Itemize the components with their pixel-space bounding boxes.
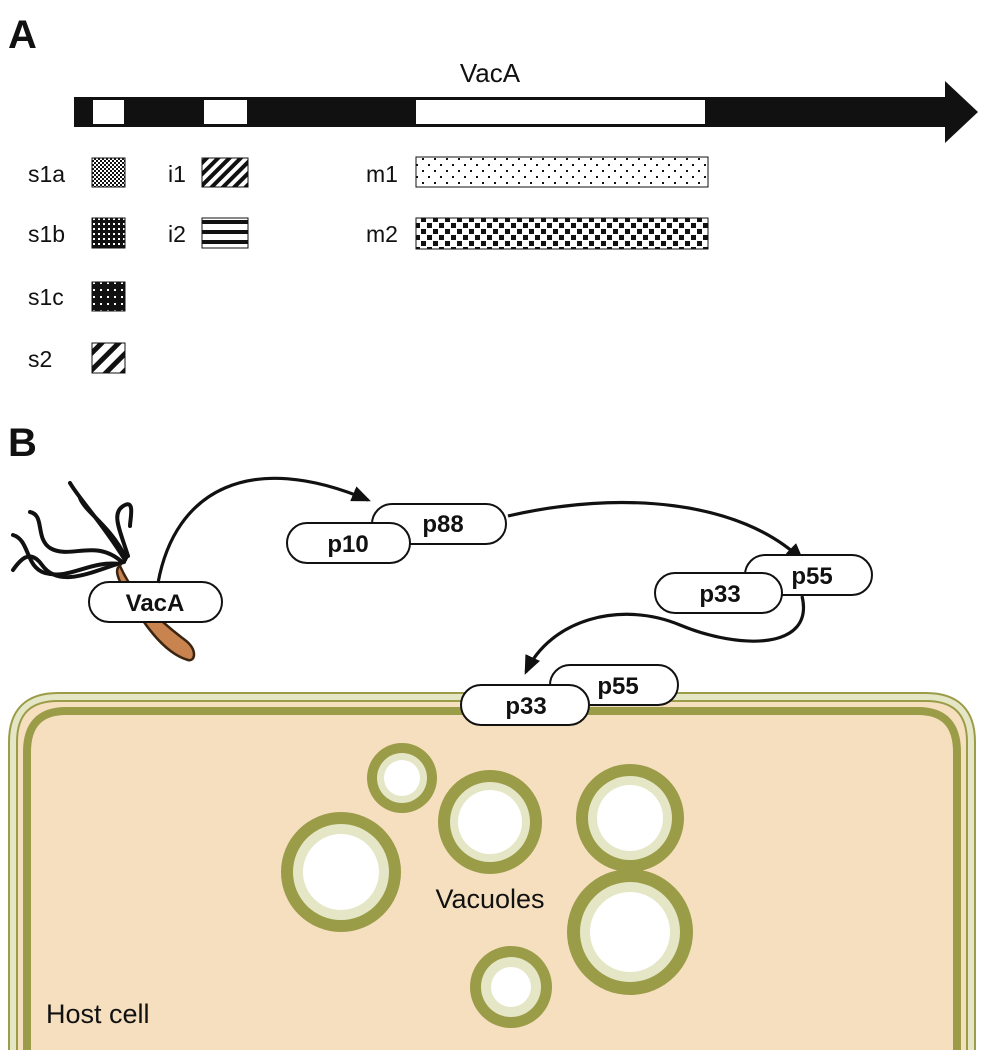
variant-swatch-s1a <box>91 157 126 188</box>
vacuole <box>470 946 552 1028</box>
variant-swatch-s1c <box>91 281 126 312</box>
variant-label-s2: s2 <box>28 346 52 372</box>
fragment-p55-free-label: p55 <box>791 563 832 590</box>
variant-label-i2: i2 <box>168 221 186 247</box>
vacuole <box>438 770 542 874</box>
vacuole <box>567 869 693 995</box>
vaca-gene-diagram: VacA <box>74 58 978 143</box>
variant-legend: s1a s1b s1c s2 i1 i2 m1 m2 <box>28 156 709 374</box>
pill-p33-free <box>654 572 783 614</box>
variant-label-s1b: s1b <box>28 221 65 247</box>
gene-segment-i <box>204 100 247 124</box>
variant-swatch-m2 <box>415 217 709 250</box>
vacuole <box>367 743 437 813</box>
vacuole <box>281 812 401 932</box>
panel-a-letter: A <box>8 13 37 57</box>
helicobacter-bacterium: VacA <box>11 481 223 662</box>
flagella <box>11 481 134 580</box>
host-cell-label: Host cell <box>46 999 150 1029</box>
variant-label-s1a: s1a <box>28 161 65 187</box>
fragment-bound-complex: p55 p33 <box>460 664 679 726</box>
fragment-p33-bound-label: p33 <box>505 693 546 720</box>
variant-swatch-s2 <box>91 342 126 374</box>
gene-segment-s <box>93 100 124 124</box>
bacterium-vaca-label: VacA <box>126 590 185 617</box>
fragment-p55-bound-label: p55 <box>597 673 638 700</box>
variant-swatch-i2 <box>201 217 249 249</box>
fragment-p88-label: p88 <box>422 511 463 538</box>
arrow-binding <box>524 595 806 675</box>
variant-label-s1c: s1c <box>28 284 64 310</box>
fragment-p33-free-label: p33 <box>699 581 740 608</box>
arrow-secretion <box>156 476 371 584</box>
vacuoles-label: Vacuoles <box>435 884 544 914</box>
variant-label-m1: m1 <box>366 161 398 187</box>
pill-vaca <box>88 581 223 623</box>
variant-label-i1: i1 <box>168 161 186 187</box>
panel-b-letter: B <box>8 421 37 465</box>
arrow-cleavage <box>507 500 805 563</box>
fragment-p88-p10: p88 p10 <box>286 503 507 564</box>
vacuole <box>576 764 684 872</box>
variant-swatch-m1 <box>415 156 709 188</box>
fragment-p55-p33: p55 p33 <box>654 554 873 614</box>
vacuoles: Vacuoles <box>281 743 693 1028</box>
variant-label-m2: m2 <box>366 221 398 247</box>
pill-p10 <box>286 522 411 564</box>
gene-label: VacA <box>460 58 521 88</box>
gene-segment-m <box>416 100 705 124</box>
pill-p33-bound <box>460 684 590 726</box>
variant-swatch-s1b <box>91 217 126 249</box>
fragment-p10-label: p10 <box>327 531 368 558</box>
variant-swatch-i1 <box>201 157 249 188</box>
